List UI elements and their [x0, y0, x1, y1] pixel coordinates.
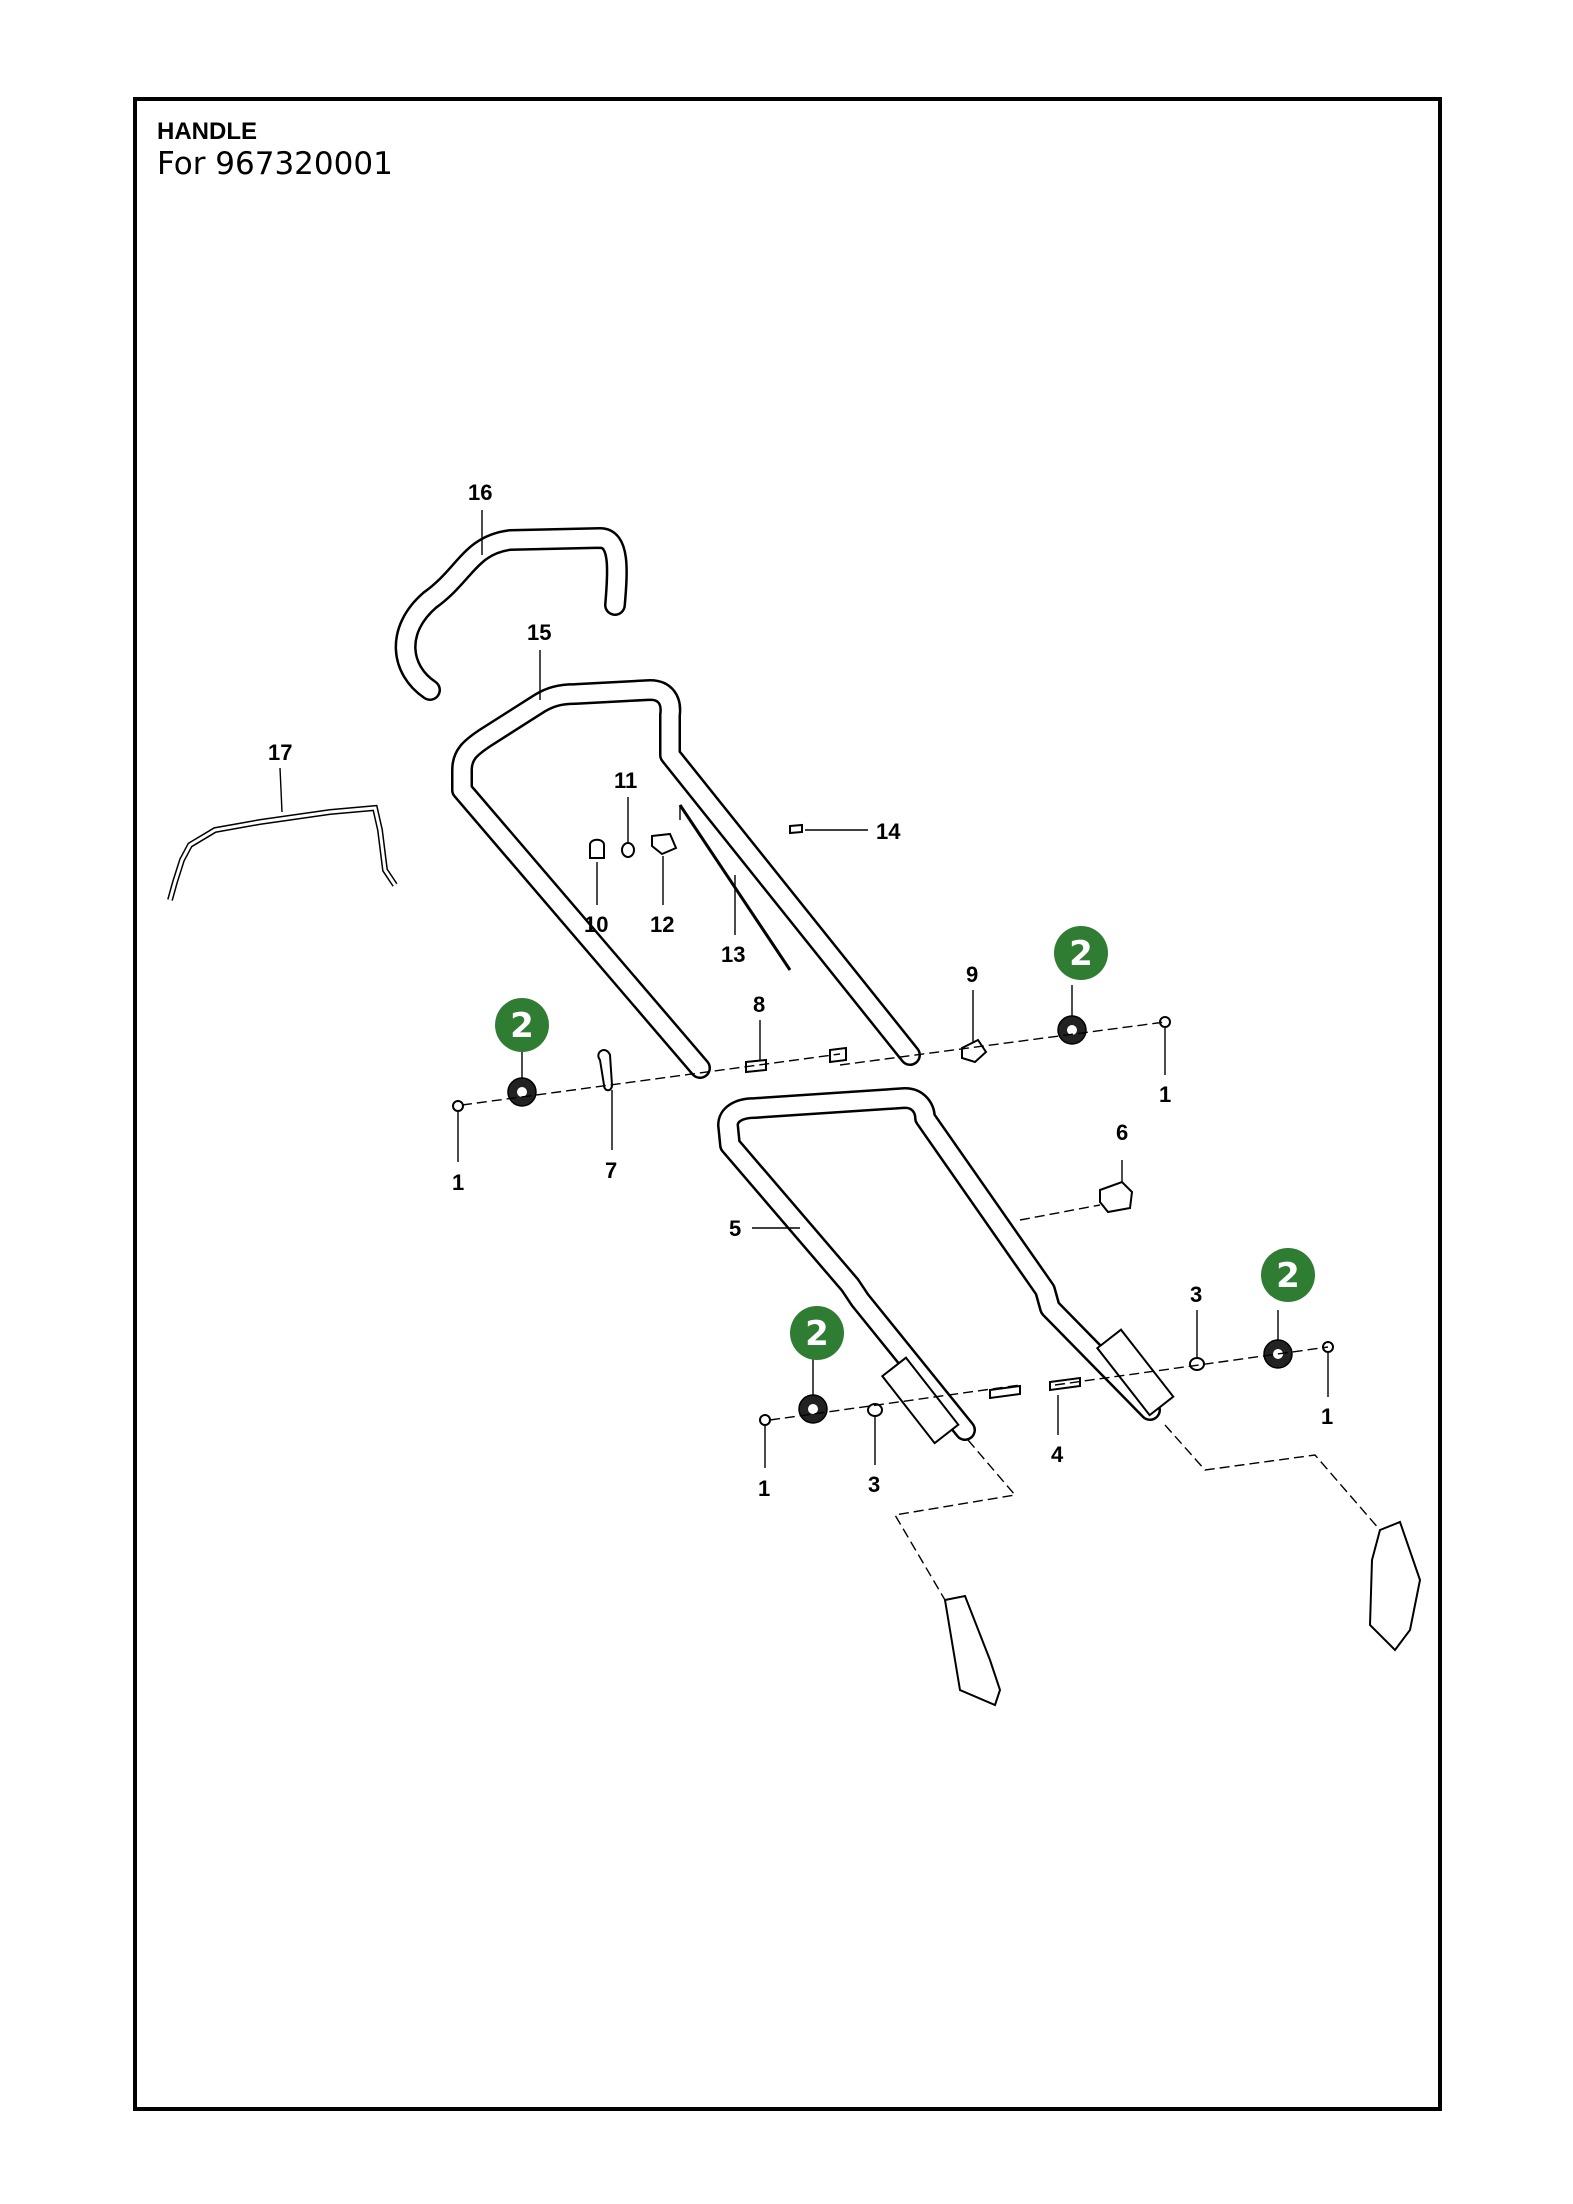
- cap-part-10: [589, 838, 605, 859]
- callout-14: 14: [876, 819, 901, 844]
- callout-12: 12: [650, 912, 674, 937]
- washer-part-3b: [1189, 1357, 1205, 1371]
- svg-text:2: 2: [1276, 1256, 1300, 1296]
- block-part-12: [651, 832, 678, 856]
- svg-text:2: 2: [510, 1006, 534, 1046]
- knob-lower-left: [798, 1394, 828, 1424]
- callout-9: 9: [966, 962, 978, 987]
- callout-15: 15: [527, 620, 551, 645]
- bail-cable-part: [167, 804, 398, 901]
- cap-part-9: [961, 1038, 988, 1064]
- page-title: HANDLE: [157, 118, 257, 145]
- page-subtitle: For 967320001: [157, 146, 393, 182]
- callout-5: 5: [729, 1216, 741, 1241]
- knob-upper-right: [1057, 1015, 1087, 1045]
- washer-part-11: [621, 842, 635, 858]
- assembly-line-6: [1019, 1204, 1101, 1221]
- upper-handle-part: [451, 679, 921, 1079]
- grip-bar-part: [394, 527, 628, 701]
- callout-4: 4: [1051, 1442, 1064, 1467]
- knob-upper-left: [507, 1077, 537, 1107]
- callout-10: 10: [584, 912, 608, 937]
- bolt-part-8: [745, 1046, 847, 1074]
- callout-1-left: 1: [452, 1170, 464, 1195]
- bracket-left: [943, 1594, 1002, 1707]
- latch-part-6: [1099, 1180, 1134, 1214]
- nut-part-1a: [452, 1100, 464, 1112]
- assembly-line-lower-right: [1054, 1346, 1329, 1386]
- callout-3-right: 3: [1190, 1282, 1202, 1307]
- callout-13: 13: [721, 942, 745, 967]
- callout-16: 16: [468, 480, 492, 505]
- assembly-line-upper-right: [839, 1021, 1166, 1066]
- badge-2-upper-left: 2: [495, 998, 549, 1052]
- badge-2-upper-right: 2: [1054, 926, 1108, 980]
- callout-6: 6: [1116, 1120, 1128, 1145]
- screw-part-14: [789, 823, 803, 835]
- assembly-line-upper-left: [461, 1053, 841, 1106]
- bracket-right: [1368, 1520, 1422, 1652]
- callout-1-upper-right: 1: [1159, 1082, 1171, 1107]
- callout-3-left: 3: [868, 1472, 880, 1497]
- svg-text:2: 2: [1069, 934, 1093, 974]
- leader-lines: [279, 510, 1329, 1468]
- callout-7: 7: [605, 1158, 617, 1183]
- lower-handle-part: [717, 1087, 1175, 1445]
- callout-11: 11: [614, 768, 637, 793]
- assembly-line-lower-left: [769, 1384, 1021, 1421]
- callout-8: 8: [753, 992, 765, 1017]
- diagram-frame: [133, 97, 1442, 2111]
- bolt-part-4: [1049, 1376, 1081, 1392]
- nut-part-1c: [759, 1414, 771, 1426]
- callout-17: 17: [268, 740, 292, 765]
- assembly-line-bracket-left: [893, 1439, 1017, 1601]
- bolt-part-4b: [989, 1384, 1021, 1400]
- callout-1-lower-right: 1: [1321, 1404, 1333, 1429]
- callout-1-lower-left: 1: [758, 1476, 770, 1501]
- assembly-line-bracket-right: [1164, 1424, 1381, 1531]
- badge-2-lower-right: 2: [1261, 1248, 1315, 1302]
- svg-text:2: 2: [805, 1314, 829, 1354]
- clip-part-7: [597, 1049, 614, 1092]
- badge-2-lower-left: 2: [790, 1306, 844, 1360]
